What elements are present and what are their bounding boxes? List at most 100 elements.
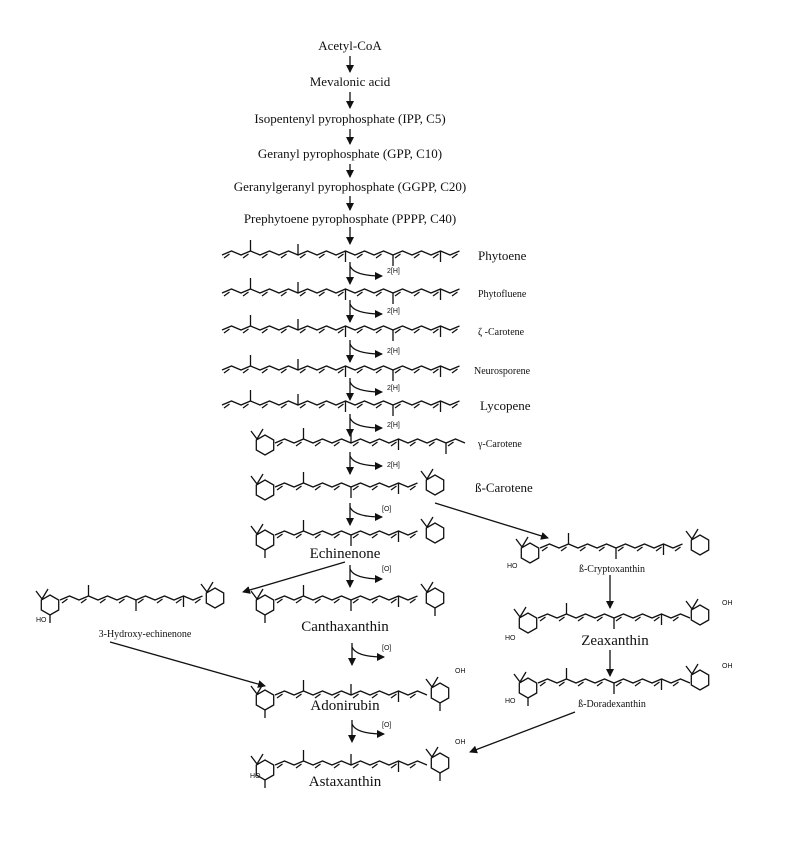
- arrow: [109, 641, 266, 688]
- adonirubin-ring: [250, 683, 275, 711]
- oxidation-label: [O]: [382, 722, 391, 729]
- group-ho: HO: [250, 773, 261, 780]
- label-zeta-carotene: ζ -Carotene: [478, 327, 525, 338]
- label-zeaxanthin: Zeaxanthin: [581, 633, 649, 649]
- label-pppp: Prephytoene pyrophosphate (PPPP, C40): [244, 211, 456, 226]
- byproduct-arrow: [349, 343, 383, 358]
- lycopene-chain: [221, 400, 460, 406]
- lycopene-double-bonds: [223, 403, 458, 409]
- byproduct-2h: 2[H]: [387, 268, 400, 275]
- arrow: [242, 561, 346, 594]
- echinenone-chain: [274, 530, 418, 536]
- canthaxanthin-end-ring: [420, 581, 445, 609]
- zeaxanthin-chain: [537, 613, 691, 619]
- label-astaxanthin: Astaxanthin: [309, 774, 382, 790]
- gamma-carotene-methyl-groups: [302, 428, 447, 454]
- hydroxy-echinenone-chain: [59, 595, 203, 601]
- label-phytofluene: Phytofluene: [478, 289, 527, 300]
- beta-doradexanthin-methyl-groups: [565, 668, 663, 694]
- echinenone-methyl-groups: [302, 520, 400, 546]
- byproduct-arrow: [351, 646, 385, 661]
- beta-carotene-ring: [250, 473, 275, 501]
- molecule-structures: [35, 240, 710, 788]
- oxidation-label: [O]: [382, 566, 391, 573]
- astaxanthin-end-ring: [425, 746, 450, 774]
- astaxanthin-methyl-groups: [302, 750, 400, 772]
- group-ho: HO: [507, 563, 518, 570]
- adonirubin-methyl-groups: [302, 680, 400, 702]
- beta-cryptoxanthin-ring: [515, 536, 540, 564]
- beta-carotene-end-ring: [420, 468, 445, 496]
- phytofluene-methyl-groups: [249, 278, 442, 304]
- byproduct-2h: 2[H]: [387, 348, 400, 355]
- hydroxy-echinenone-double-bonds: [61, 598, 201, 604]
- canthaxanthin-methyl-groups: [302, 585, 400, 611]
- label-ggpp: Geranylgeranyl pyrophosphate (GGPP, C20): [234, 179, 467, 194]
- canthaxanthin-double-bonds: [276, 598, 416, 604]
- beta-doradexanthin-end-ring: [685, 663, 710, 691]
- gamma-carotene-double-bonds: [276, 441, 454, 447]
- beta-doradexanthin-double-bonds: [539, 681, 679, 687]
- zeaxanthin-ring: [513, 606, 538, 634]
- beta-doradexanthin-ring: [513, 671, 538, 699]
- byproduct-arrow: [349, 417, 383, 432]
- astaxanthin-double-bonds: [276, 763, 416, 769]
- label-neurosporene: Neurosporene: [474, 366, 531, 377]
- byproduct-2h: 2[H]: [387, 462, 400, 469]
- canthaxanthin-chain: [274, 595, 418, 601]
- gamma-carotene-chain: [274, 438, 466, 444]
- lycopene-methyl-groups: [249, 390, 442, 416]
- pathway-arrows: [109, 56, 614, 754]
- byproduct-2h: 2[H]: [387, 385, 400, 392]
- label-echinenone: Echinenone: [310, 546, 381, 562]
- phytoene-chain: [221, 250, 460, 256]
- label-gamma-carotene: γ-Carotene: [477, 439, 522, 450]
- canthaxanthin-ring: [250, 588, 275, 616]
- hydroxy-echinenone-methyl-groups: [87, 585, 185, 611]
- hydroxy-echinenone-ring: [35, 588, 60, 616]
- beta-doradexanthin-chain: [537, 678, 691, 684]
- echinenone-double-bonds: [276, 533, 416, 539]
- label-beta-doradexanthin: ß-Doradexanthin: [578, 699, 646, 710]
- zeta-carotene-methyl-groups: [249, 315, 442, 341]
- beta-cryptoxanthin-chain: [539, 543, 683, 549]
- echinenone-end-ring: [420, 516, 445, 544]
- byproduct-arrow: [349, 506, 383, 521]
- neurosporene-methyl-groups: [249, 355, 442, 381]
- oxidation-label: [O]: [382, 506, 391, 513]
- byproduct-arrow: [349, 265, 383, 280]
- label-3-hydroxy-echinenone: 3-Hydroxy-echinenone: [99, 629, 192, 640]
- beta-cryptoxanthin-double-bonds: [541, 546, 681, 552]
- adonirubin-double-bonds: [276, 693, 416, 699]
- phytoene-methyl-groups: [249, 240, 442, 266]
- group-oh: OH: [722, 600, 733, 607]
- label-gpp: Geranyl pyrophosphate (GPP, C10): [258, 146, 442, 161]
- beta-carotene-double-bonds: [276, 485, 416, 491]
- group-ho: HO: [36, 617, 47, 624]
- phytoene-double-bonds: [223, 253, 458, 259]
- oxidation-label: [O]: [382, 645, 391, 652]
- group-oh: OH: [455, 739, 466, 746]
- neurosporene-chain: [221, 365, 460, 371]
- zeaxanthin-end-ring: [685, 598, 710, 626]
- phytofluene-chain: [221, 288, 460, 294]
- adonirubin-end-ring: [425, 676, 450, 704]
- byproduct-2h: 2[H]: [387, 308, 400, 315]
- byproduct-arrow: [349, 455, 383, 470]
- gamma-carotene-ring: [250, 428, 275, 456]
- label-mevalonic-acid: Mevalonic acid: [310, 74, 391, 89]
- phytofluene-double-bonds: [223, 291, 458, 297]
- label-canthaxanthin: Canthaxanthin: [301, 619, 389, 635]
- label-ipp: Isopentenyl pyrophosphate (IPP, C5): [254, 111, 445, 126]
- byproduct-arrow: [349, 568, 383, 583]
- byproduct-arrow: [349, 303, 383, 318]
- byproduct-arrow: [349, 381, 383, 396]
- hydroxy-echinenone-end-ring: [200, 581, 225, 609]
- zeaxanthin-double-bonds: [539, 616, 679, 622]
- arrow: [434, 502, 549, 540]
- beta-cryptoxanthin-methyl-groups: [567, 533, 665, 559]
- group-ho: HO: [505, 698, 516, 705]
- label-beta-carotene: ß-Carotene: [475, 480, 533, 495]
- label-lycopene: Lycopene: [480, 398, 531, 413]
